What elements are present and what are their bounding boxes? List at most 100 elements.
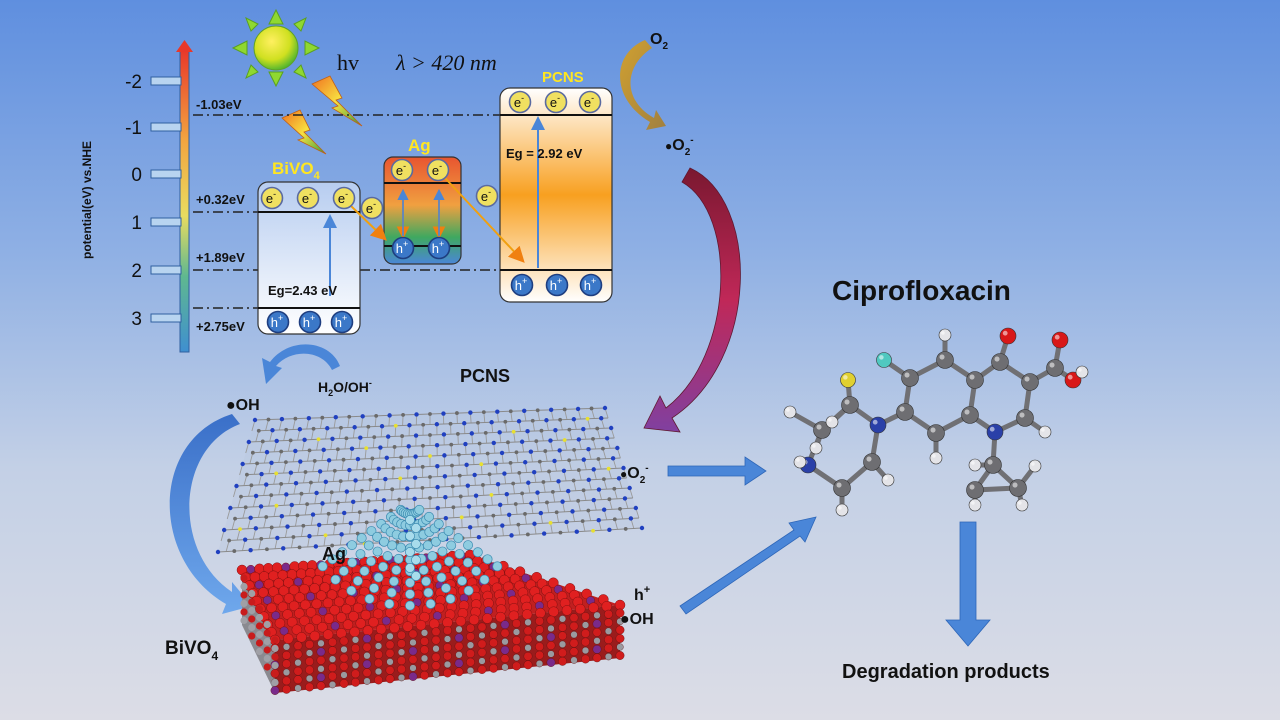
atom — [833, 479, 851, 497]
atom — [929, 451, 943, 465]
atom — [966, 371, 984, 389]
electron: e- — [544, 90, 568, 114]
hole: h+ — [330, 310, 354, 334]
atom — [966, 481, 984, 499]
hole: h+ — [391, 236, 415, 260]
water-label: H2O/OH- — [318, 378, 372, 398]
axis-tick — [150, 169, 182, 179]
svg-text:h+: h+ — [432, 239, 445, 256]
flow-arrow-superoxide — [667, 456, 767, 486]
lightning-bolt-icon — [311, 75, 363, 127]
atom — [1075, 365, 1089, 379]
electron: e- — [360, 196, 384, 220]
svg-text:e-: e- — [302, 189, 312, 206]
atom — [986, 423, 1004, 441]
atom — [936, 351, 954, 369]
svg-text:h+: h+ — [396, 239, 409, 256]
svg-text:e-: e- — [366, 199, 376, 216]
axis-tick — [150, 122, 182, 132]
axis-tick-label: 3 — [131, 309, 142, 330]
level-bivo4-vb: +2.75eV — [196, 319, 245, 334]
atom — [835, 503, 849, 517]
atom — [863, 453, 881, 471]
electron: e- — [508, 90, 532, 114]
pcns-sheet-illustration — [215, 405, 645, 555]
hv-label: hv — [337, 50, 359, 75]
axis-tick — [150, 265, 182, 275]
atom — [783, 405, 797, 419]
water-oxidation-arrow — [262, 344, 340, 384]
atom — [968, 458, 982, 472]
axis-color-bar — [179, 49, 190, 353]
svg-text:e-: e- — [514, 93, 524, 110]
products-label: Degradation products — [842, 661, 1050, 683]
atom — [1028, 459, 1042, 473]
svg-text:h+: h+ — [271, 313, 284, 330]
bivo4-slab-label: BiVO4 — [165, 638, 218, 663]
pcns-sheet-label: PCNS — [460, 366, 510, 386]
svg-text:e-: e- — [338, 189, 348, 206]
atom — [793, 455, 807, 469]
atom — [825, 415, 839, 429]
electron: e- — [296, 186, 320, 210]
lightning-bolt-icon — [281, 109, 327, 155]
svg-text:h+: h+ — [584, 276, 597, 293]
atom — [901, 369, 919, 387]
axis-tick — [150, 76, 182, 86]
atom — [1015, 498, 1029, 512]
electron: e- — [260, 186, 284, 210]
atom — [1051, 331, 1069, 349]
pcns-band-label: PCNS — [542, 69, 584, 86]
bivo4-gap-label: Eg=2.43 eV — [268, 283, 337, 298]
superoxide-label-bottom: ●O2- — [620, 463, 649, 486]
ag-cluster-illustration — [317, 504, 503, 611]
hydroxyl-label-bottom: ●OH — [620, 611, 654, 628]
hole-label-bottom: h+ — [634, 584, 650, 604]
o2-label: O2 — [650, 31, 668, 52]
electron: e- — [475, 184, 499, 208]
atom — [896, 403, 914, 421]
atom — [938, 328, 952, 342]
hole: h+ — [510, 273, 534, 297]
atom — [1009, 479, 1027, 497]
svg-text:h+: h+ — [515, 276, 528, 293]
svg-text:h+: h+ — [303, 313, 316, 330]
svg-text:e-: e- — [481, 187, 491, 204]
axis-arrow-head — [176, 40, 193, 52]
axis-tick-label: 0 — [131, 165, 142, 186]
bivo4-band: Eg=2.43 eV — [257, 181, 361, 335]
atom — [927, 424, 945, 442]
charge-carriers: e-e-e-e-e-e-e-e-e-e-h+ h+ h+ h+ h+ h+ h+ h+ — [260, 90, 603, 334]
bivo4-label: BiVO4 — [272, 159, 321, 182]
atom — [841, 396, 859, 414]
svg-text:e-: e- — [550, 93, 560, 110]
electron: e- — [390, 158, 414, 182]
superoxide-transfer-arrow — [643, 167, 741, 433]
flow-arrow-products — [945, 521, 991, 647]
sun-icon — [231, 8, 321, 88]
atom — [1016, 409, 1034, 427]
energy-level-lines — [193, 114, 500, 309]
svg-text:e-: e- — [584, 93, 594, 110]
atom — [984, 456, 1002, 474]
atom — [1038, 425, 1052, 439]
axis-tick — [150, 217, 182, 227]
atom — [881, 473, 895, 487]
atom — [961, 406, 979, 424]
atom — [876, 352, 892, 368]
electron: e- — [426, 158, 450, 182]
hole: h+ — [298, 310, 322, 334]
ag-cluster-label: Ag — [322, 544, 346, 564]
bivo4-slab-illustration — [236, 549, 626, 695]
hole: h+ — [579, 273, 603, 297]
svg-text:e-: e- — [266, 189, 276, 206]
atom — [869, 416, 887, 434]
pcns-gap-label: Eg = 2.92 eV — [506, 146, 583, 161]
svg-text:h+: h+ — [550, 276, 563, 293]
flow-arrows — [667, 456, 991, 647]
axis-tick — [150, 313, 182, 323]
hydroxyl-curve-arrow — [169, 414, 252, 614]
superoxide-label-top: ●O2- — [665, 135, 694, 158]
